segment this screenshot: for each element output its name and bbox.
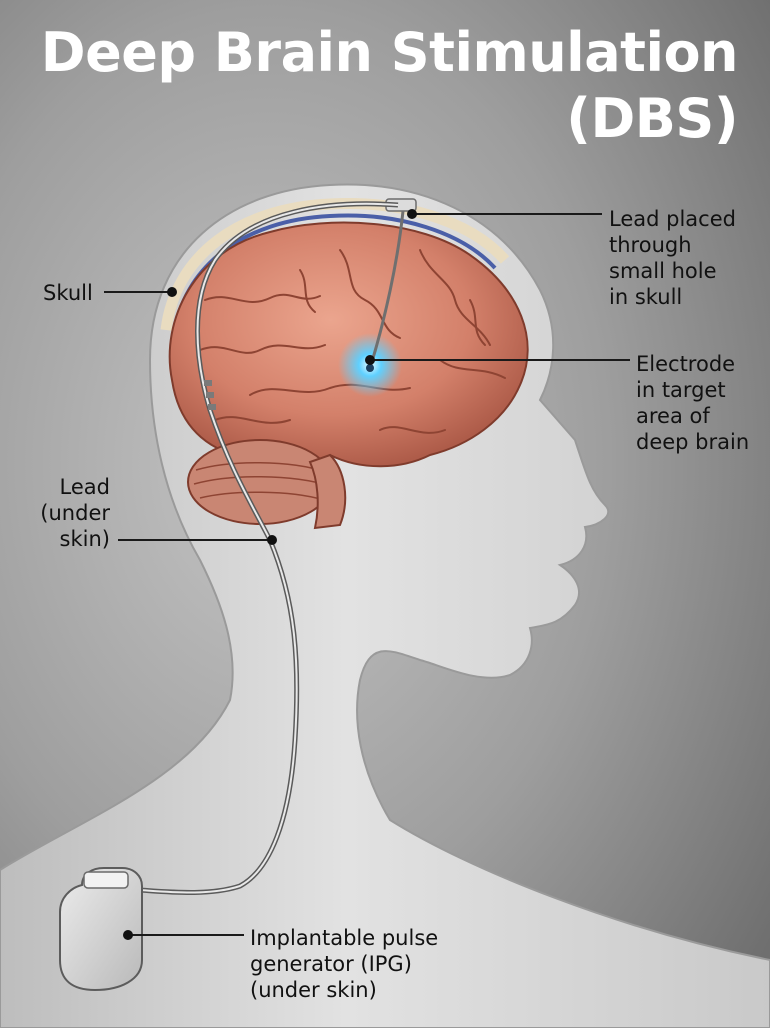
- brain-folds: [199, 249, 506, 434]
- label-lead-placed-line: through: [609, 233, 692, 257]
- label-lead-placed-line: small hole: [609, 259, 717, 283]
- label-electrode-line: in target: [636, 378, 726, 402]
- label-skull: Skull: [43, 280, 93, 306]
- label-electrode-line: area of: [636, 404, 710, 428]
- page-title: Deep Brain Stimulation: [40, 21, 739, 84]
- leader-lines: [104, 213, 630, 936]
- lead-connector: [204, 380, 216, 410]
- label-electrode: Electrode in target area of deep brain: [636, 351, 749, 455]
- page-subtitle: (DBS): [566, 87, 738, 150]
- label-lead-under-skin-line: skin): [59, 527, 110, 551]
- anchor-dots: [123, 209, 417, 940]
- label-lead-under-skin-line: (under: [40, 501, 110, 525]
- label-ipg-line: generator (IPG): [250, 952, 412, 976]
- label-lead-placed: Lead placed through small hole in skull: [609, 206, 736, 310]
- label-skull-text: Skull: [43, 281, 93, 305]
- label-electrode-line: Electrode: [636, 352, 736, 376]
- label-lead-placed-line: in skull: [609, 285, 683, 309]
- brainstem: [308, 453, 347, 530]
- ipg-device: [59, 867, 143, 992]
- label-ipg-line: (under skin): [250, 978, 377, 1002]
- label-lead-under-skin-line: Lead: [59, 475, 110, 499]
- ipg-header: [83, 871, 129, 889]
- label-ipg-line: Implantable pulse: [250, 926, 439, 950]
- label-electrode-line: deep brain: [636, 430, 750, 454]
- label-lead-under-skin: Lead (under skin): [38, 474, 110, 552]
- label-lead-placed-line: Lead placed: [609, 207, 736, 231]
- label-ipg: Implantable pulse generator (IPG) (under…: [250, 925, 438, 1003]
- intracranial-lead: [368, 210, 405, 369]
- cerebellum: [187, 439, 333, 525]
- electrode-tip: [366, 364, 374, 372]
